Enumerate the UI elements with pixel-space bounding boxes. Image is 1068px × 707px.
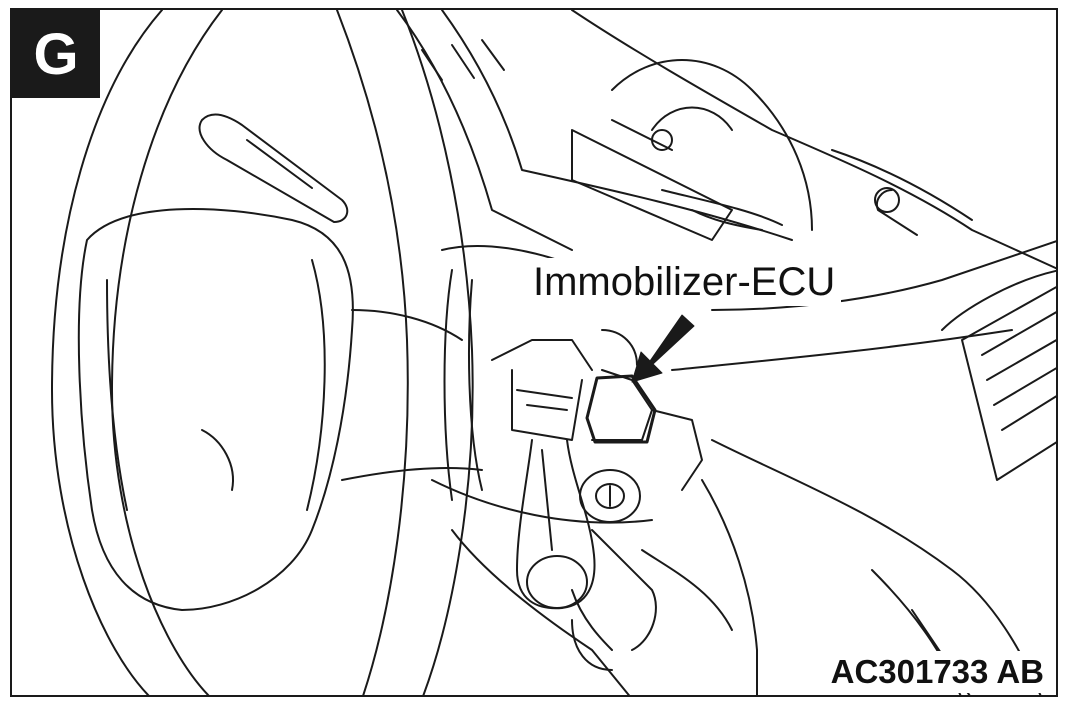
black-arrow-icon [632,315,694,382]
steering-wheel [52,10,482,697]
diagram-frame: G Immobilizer-ECU AC301733 AB [10,8,1058,697]
immobilizer-ecu-label: Immobilizer-ECU [527,258,842,306]
instrument-cluster [397,10,1058,270]
steering-column-illustration [12,10,1058,697]
figure-id: AC301733 AB [826,651,1048,693]
lower-shroud [452,480,757,697]
wiper-lever [200,115,348,222]
combination-lever [517,440,595,608]
panel-letter-badge: G [12,10,100,98]
ignition-cylinder [572,470,732,650]
dashboard-right [672,240,1058,697]
